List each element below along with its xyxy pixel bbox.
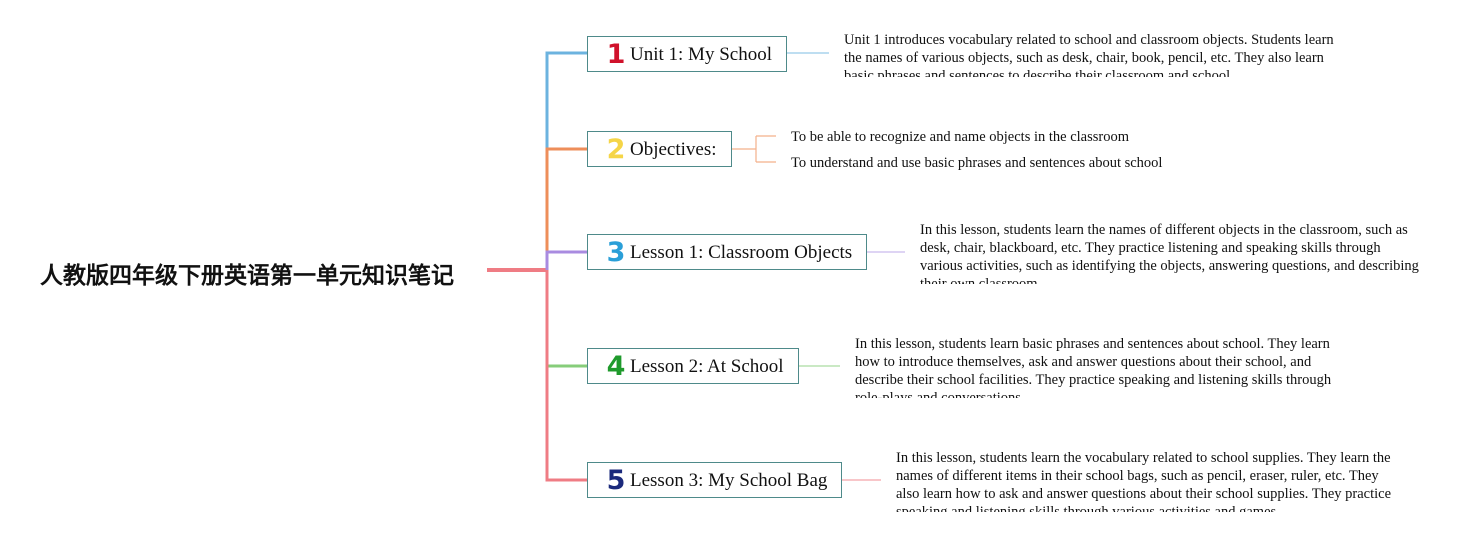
root-topic-title[interactable]: 人教版四年级下册英语第一单元知识笔记 — [40, 263, 454, 289]
branch-unit-1-my-school[interactable]: 1 Unit 1: My School — [587, 36, 787, 72]
branch-2-connector — [545, 147, 587, 270]
branch-4-description[interactable]: In this lesson, students learn basic phr… — [855, 336, 1332, 398]
branch-label: Lesson 2: At School — [630, 355, 784, 377]
branch-1-description[interactable]: Unit 1 introduces vocabulary related to … — [844, 32, 1334, 77]
number-5-icon: 5 — [606, 464, 626, 496]
branch-lesson-2-at-school[interactable]: 4 Lesson 2: At School — [587, 348, 799, 384]
branch-5-connector — [545, 270, 587, 482]
branch-3-connector — [545, 250, 587, 270]
branch-4-connector — [545, 270, 587, 368]
number-2-icon: 2 — [606, 133, 626, 165]
branch-3-description[interactable]: In this lesson, students learn the names… — [920, 222, 1419, 284]
branch-label: Lesson 3: My School Bag — [630, 469, 828, 491]
branch-lesson-1-classroom-objects[interactable]: 3 Lesson 1: Classroom Objects — [587, 234, 868, 270]
branch-label: Lesson 1: Classroom Objects — [630, 241, 853, 263]
objective-item-2[interactable]: To understand and use basic phrases and … — [791, 155, 1163, 171]
branch-label: Unit 1: My School — [630, 43, 772, 65]
number-1-icon: 1 — [606, 38, 626, 70]
number-3-icon: 3 — [606, 236, 626, 268]
branch-label: Objectives: — [630, 138, 717, 160]
branch-objectives[interactable]: 2 Objectives: — [587, 131, 732, 167]
branch-1-connector — [545, 51, 587, 270]
branch-2-detail-connector — [726, 135, 776, 163]
objective-item-1[interactable]: To be able to recognize and name objects… — [791, 129, 1130, 145]
branch-5-description[interactable]: In this lesson, students learn the vocab… — [896, 450, 1392, 512]
number-4-icon: 4 — [606, 350, 626, 382]
branch-lesson-3-my-school-bag[interactable]: 5 Lesson 3: My School Bag — [587, 462, 843, 498]
